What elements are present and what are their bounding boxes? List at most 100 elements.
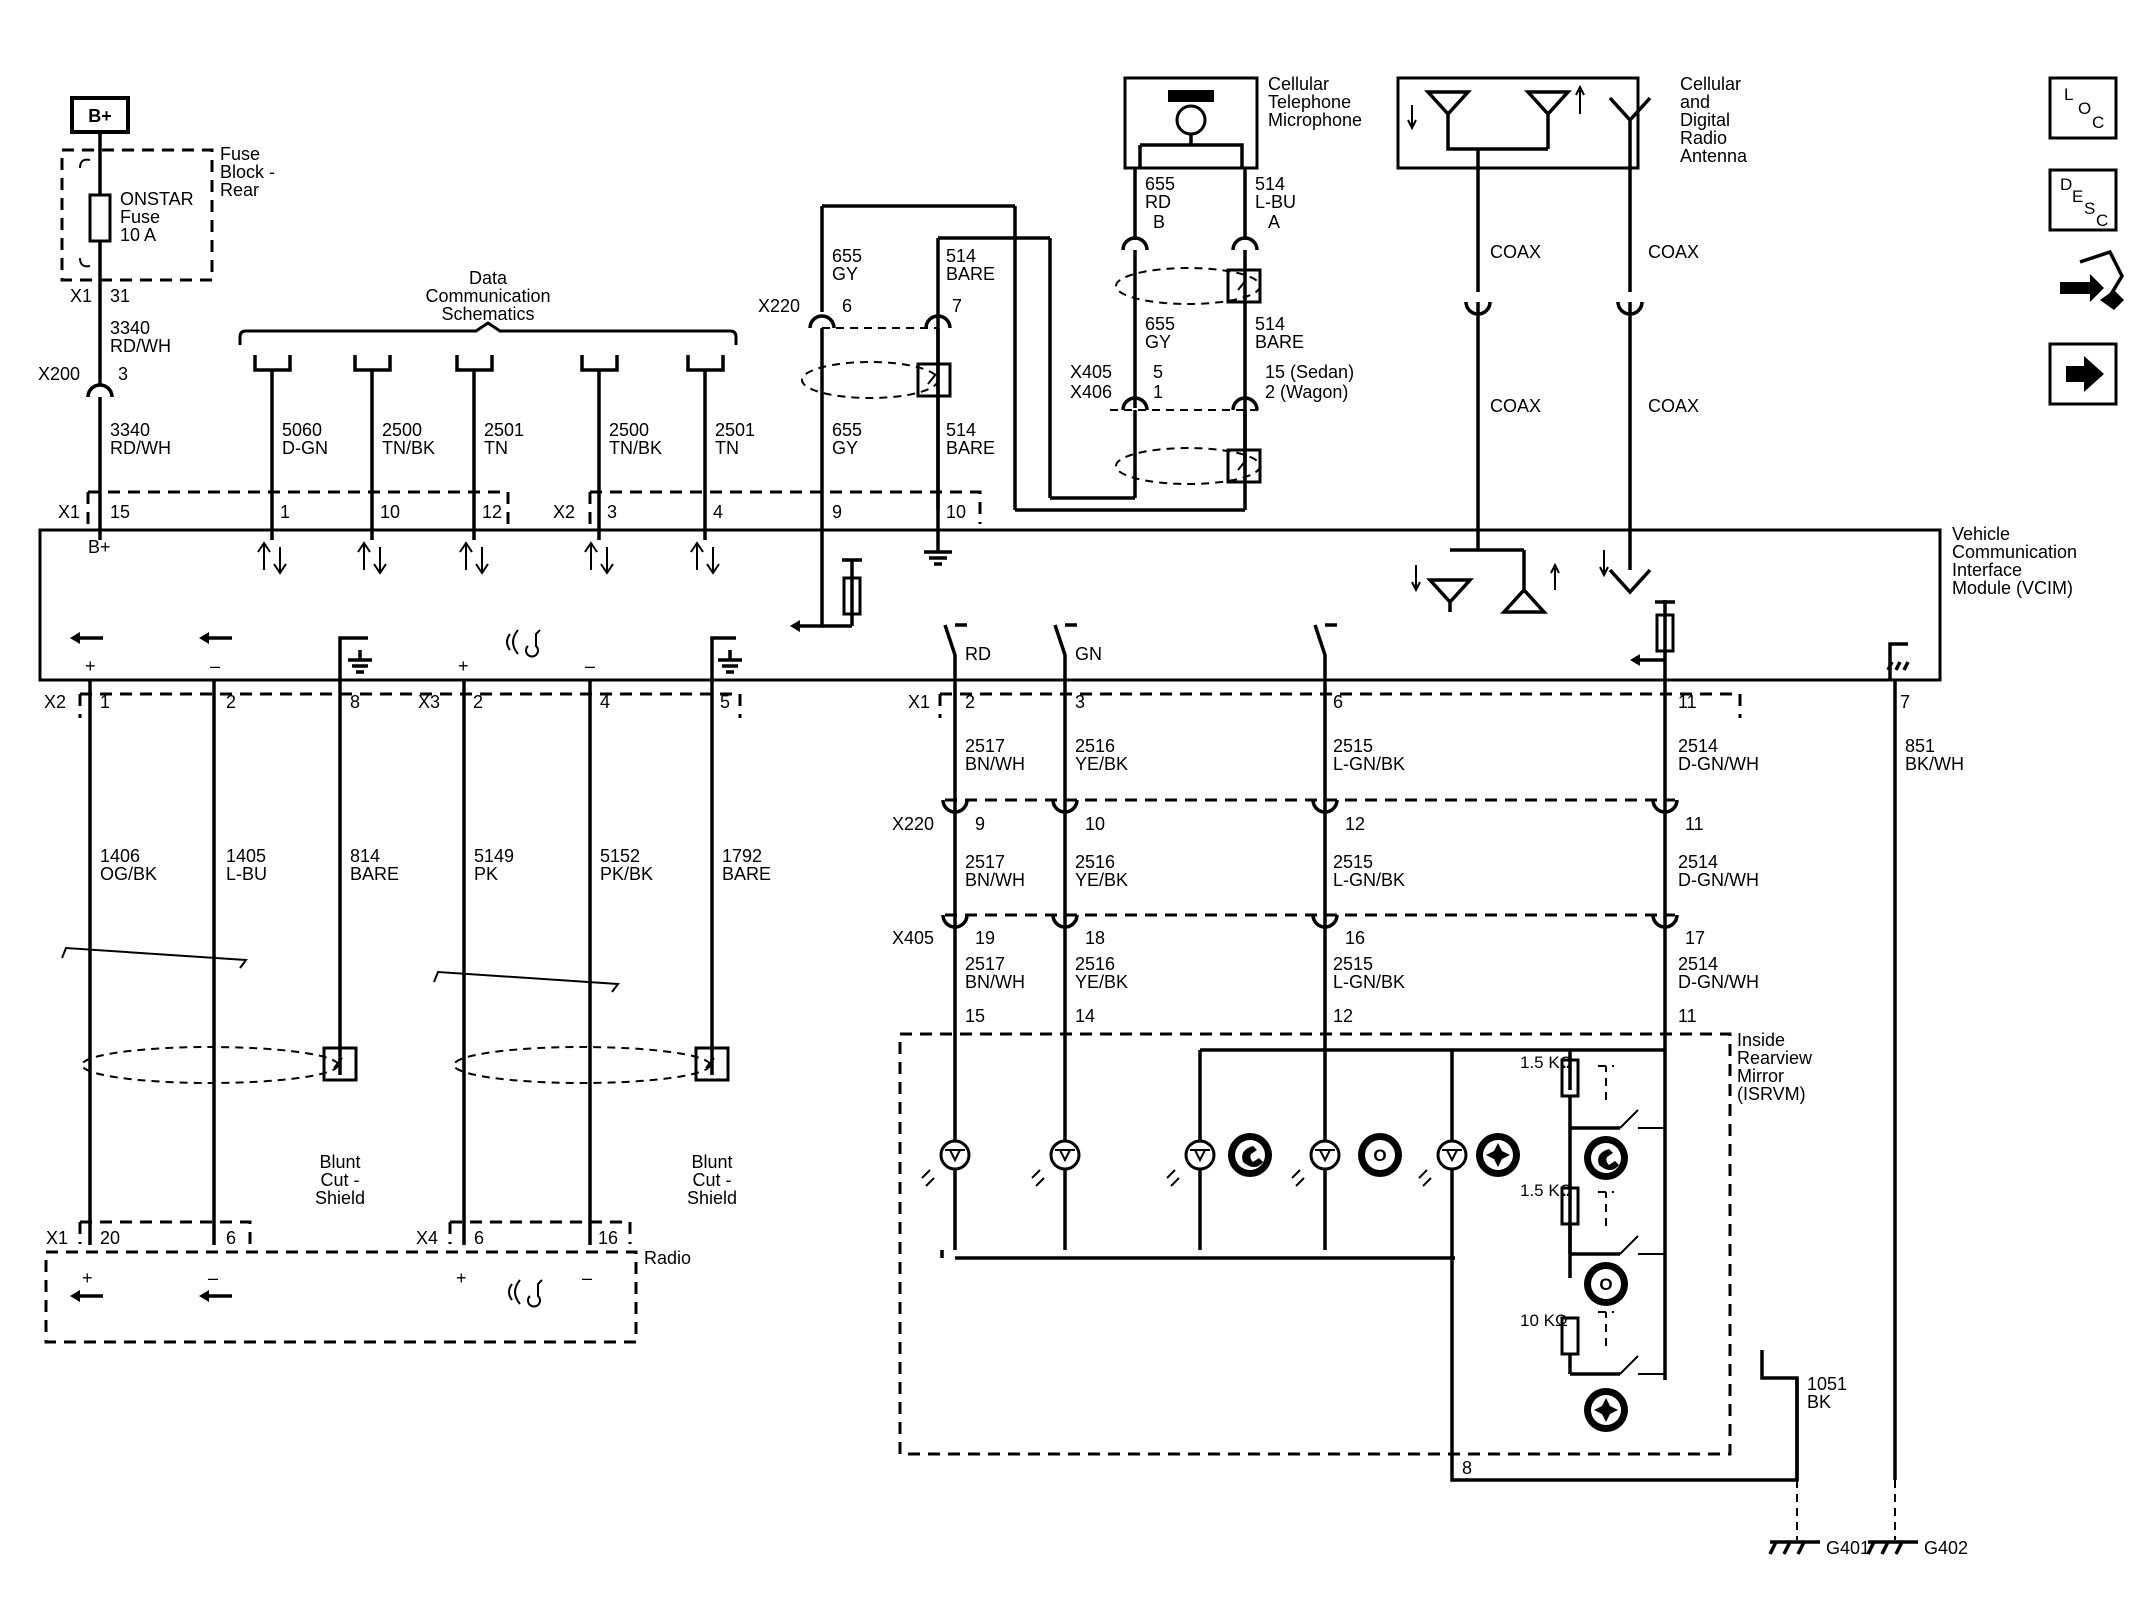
svg-text:6: 6: [474, 1228, 484, 1248]
svg-text:2517: 2517: [965, 736, 1005, 756]
svg-text:E: E: [2072, 187, 2083, 206]
svg-text:2: 2: [965, 692, 975, 712]
mirror-switch-ladder: O: [1560, 1050, 1667, 1432]
svg-text:RD/WH: RD/WH: [110, 336, 171, 356]
svg-text:YE/BK: YE/BK: [1075, 754, 1128, 774]
svg-text:5: 5: [720, 692, 730, 712]
svg-text:2517: 2517: [965, 852, 1005, 872]
svg-text:2516: 2516: [1075, 736, 1115, 756]
svg-text:655: 655: [832, 420, 862, 440]
svg-text:20: 20: [100, 1228, 120, 1248]
svg-text:D-GN/WH: D-GN/WH: [1678, 870, 1759, 890]
svg-text:C: C: [2096, 211, 2108, 230]
svg-text:18: 18: [1085, 928, 1105, 948]
svg-text:5: 5: [1153, 362, 1163, 382]
isrvm-title: Inside Rearview Mirror (ISRVM): [1737, 1030, 1813, 1104]
connector-x1-vcim-bottom: X1: [908, 692, 930, 712]
connector-x1-vcim-top: X1: [58, 502, 80, 522]
svg-text:BARE: BARE: [946, 438, 995, 458]
svg-text:GY: GY: [832, 438, 858, 458]
svg-text:3: 3: [118, 364, 128, 384]
antenna-dc-feed: [1630, 600, 1675, 680]
svg-text:655: 655: [832, 246, 862, 266]
radio-microphone-input-icon: [508, 1279, 543, 1308]
svg-text:O: O: [1599, 1275, 1612, 1294]
svg-text:6: 6: [842, 296, 852, 316]
vcim-title: Vehicle Communication Interface Module (…: [1952, 524, 2077, 598]
shield-drain-x220: [916, 362, 952, 398]
svg-text:514: 514: [946, 420, 976, 440]
ground-g402-label: G402: [1924, 1538, 1968, 1558]
radio-label: Radio: [644, 1248, 691, 1268]
svg-text:BK: BK: [1807, 1392, 1831, 1412]
svg-text:Inside: Inside: [1737, 1030, 1785, 1050]
ground-g402-icon: [1866, 1540, 1918, 1555]
loc-button[interactable]: L O C: [2048, 76, 2118, 140]
vcim-module-box: [38, 528, 1942, 682]
svg-text:10 A: 10 A: [120, 225, 156, 245]
svg-text:L-GN/BK: L-GN/BK: [1333, 870, 1405, 890]
mic-bias-resistor: [790, 540, 862, 632]
svg-text:16: 16: [598, 1228, 618, 1248]
svg-text:Rear: Rear: [220, 180, 259, 200]
svg-text:COAX: COAX: [1648, 242, 1699, 262]
svg-text:15: 15: [965, 1006, 985, 1026]
svg-text:TN: TN: [484, 438, 508, 458]
connector-x1-fuse: X1: [70, 286, 92, 306]
svg-text:Interface: Interface: [1952, 560, 2022, 580]
svg-text:3340: 3340: [110, 318, 150, 338]
connector-x200: X200: [38, 364, 80, 384]
svg-text:11: 11: [1685, 814, 1704, 834]
data-comm-connectors: [253, 355, 725, 540]
svg-text:GN: GN: [1075, 644, 1102, 664]
svg-text:ONSTAR: ONSTAR: [120, 189, 194, 209]
svg-text:Fuse: Fuse: [120, 207, 160, 227]
connector-view-button[interactable]: [2060, 249, 2124, 310]
svg-text:2501: 2501: [715, 420, 755, 440]
arrow-right-icon: [2066, 356, 2104, 392]
audio-output-arrows: [70, 632, 232, 644]
svg-text:D-GN: D-GN: [282, 438, 328, 458]
svg-text:9: 9: [832, 502, 842, 522]
fuse-block-rear-title: Fuse Block - Rear: [220, 144, 275, 200]
svg-text:(ISRVM): (ISRVM): [1737, 1084, 1806, 1104]
svg-text:7: 7: [952, 296, 962, 316]
svg-text:B: B: [1153, 212, 1165, 232]
svg-text:+: +: [82, 1268, 93, 1288]
svg-text:7: 7: [1900, 692, 1910, 712]
connector-x220-bottom: X220: [892, 814, 934, 834]
cellular-digital-antenna-box: [1396, 76, 1640, 170]
svg-text:1405: 1405: [226, 846, 266, 866]
svg-text:1: 1: [280, 502, 290, 522]
svg-text:2515: 2515: [1333, 736, 1373, 756]
mirror-leds: [921, 1139, 1468, 1187]
ground-g401-icon: [1768, 1540, 1820, 1555]
svg-text:4: 4: [600, 692, 610, 712]
svg-text:1406: 1406: [100, 846, 140, 866]
svg-text:Antenna: Antenna: [1680, 146, 1748, 166]
svg-text:PK: PK: [474, 864, 498, 884]
svg-text:D-GN/WH: D-GN/WH: [1678, 972, 1759, 992]
svg-text:2: 2: [226, 692, 236, 712]
svg-text:15: 15: [110, 502, 130, 522]
svg-text:TN/BK: TN/BK: [382, 438, 435, 458]
svg-text:Digital: Digital: [1680, 110, 1730, 130]
bidirectional-data-arrows: [257, 541, 720, 575]
svg-text:Shield: Shield: [315, 1188, 365, 1208]
svg-text:2: 2: [473, 692, 483, 712]
emergency-icon: [1486, 1143, 1510, 1167]
svg-text:Vehicle: Vehicle: [1952, 524, 2010, 544]
desc-button[interactable]: D E S C: [2048, 168, 2118, 232]
connector-x4-radio: X4: [416, 1228, 438, 1248]
svg-text:6: 6: [226, 1228, 236, 1248]
svg-text:S: S: [2084, 199, 2095, 218]
svg-text:Telephone: Telephone: [1268, 92, 1351, 112]
next-arrow-button[interactable]: [2048, 342, 2118, 406]
svg-text:Shield: Shield: [687, 1188, 737, 1208]
svg-text:Communication: Communication: [425, 286, 550, 306]
svg-text:12: 12: [1333, 1006, 1353, 1026]
resistor-label-2: 1.5 KΩ: [1520, 1181, 1572, 1200]
svg-text:12: 12: [482, 502, 502, 522]
svg-text:RD: RD: [965, 644, 991, 664]
svg-text:Blunt: Blunt: [691, 1152, 732, 1172]
